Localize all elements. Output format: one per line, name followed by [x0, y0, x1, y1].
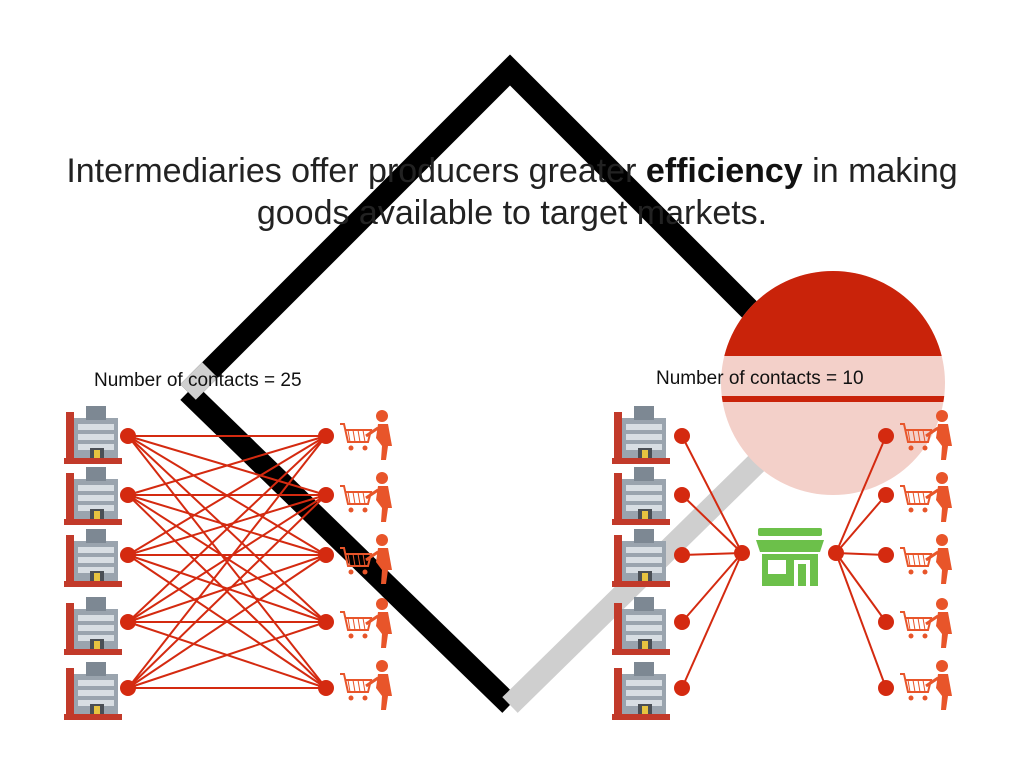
consumer-node — [318, 487, 334, 503]
producer-node — [674, 680, 690, 696]
right-contact-lines — [681, 435, 887, 689]
headline-text-1: Intermediaries offer producers greater — [66, 152, 646, 190]
producer-node — [674, 487, 690, 503]
contact-line — [835, 552, 887, 623]
factory-icon — [612, 406, 670, 464]
shopper-cart-icon — [900, 598, 952, 648]
consumer-node — [878, 428, 894, 444]
contact-nodes — [120, 428, 894, 696]
shopper-cart-icon — [340, 410, 392, 460]
producer-node — [674, 547, 690, 563]
left-contacts-label: Number of contacts = 25 — [94, 370, 302, 391]
contact-line — [127, 435, 327, 623]
producer-node — [120, 487, 136, 503]
factory-icon — [612, 662, 670, 720]
headline-text-2: in making — [802, 152, 958, 190]
producer-node — [120, 547, 136, 563]
contact-line — [127, 435, 327, 496]
right-contacts-label: Number of contacts = 10 — [656, 368, 864, 389]
shopper-cart-icon — [340, 598, 392, 648]
contact-line — [681, 552, 743, 556]
factory-icon — [612, 467, 670, 525]
contact-line — [127, 494, 327, 623]
factory-icon — [64, 406, 122, 464]
intermediary-node — [734, 545, 750, 561]
factory-icon — [612, 529, 670, 587]
producer-node — [120, 680, 136, 696]
contact-line — [127, 435, 327, 689]
consumer-node — [878, 680, 894, 696]
shopper-cart-icon — [900, 534, 952, 584]
shopper-cart-icon — [900, 660, 952, 710]
shopper-cart-icon — [900, 472, 952, 522]
contact-line — [835, 552, 887, 556]
participant-icons — [64, 406, 952, 720]
producer-node — [674, 614, 690, 630]
producer-node — [120, 614, 136, 630]
producer-node — [120, 428, 136, 444]
contact-line — [127, 494, 327, 689]
contact-line — [127, 621, 327, 689]
shopper-cart-icon — [900, 410, 952, 460]
contact-line — [127, 494, 327, 556]
contact-line — [835, 552, 887, 689]
factory-icon — [64, 597, 122, 655]
headline-emphasis: efficiency — [645, 152, 803, 190]
contact-line — [681, 435, 743, 554]
consumer-node — [318, 428, 334, 444]
headline-text-3: goods available to target markets. — [256, 194, 768, 232]
consumer-node — [878, 487, 894, 503]
consumer-node — [318, 680, 334, 696]
contact-line — [835, 435, 887, 554]
consumer-node — [318, 614, 334, 630]
storefront-icon — [756, 528, 824, 586]
contact-line — [127, 435, 327, 556]
factory-icon — [64, 529, 122, 587]
consumer-node — [878, 547, 894, 563]
contact-line — [127, 554, 327, 623]
shopper-cart-icon — [340, 660, 392, 710]
contact-line — [835, 494, 887, 554]
contact-line — [681, 494, 743, 554]
producer-node — [674, 428, 690, 444]
factory-icon — [612, 597, 670, 655]
factory-icon — [64, 662, 122, 720]
contact-line — [681, 552, 743, 623]
consumer-node — [878, 614, 894, 630]
shopper-cart-icon — [340, 534, 392, 584]
contact-line — [681, 552, 743, 689]
circle-stripe — [721, 396, 945, 402]
intermediary-node — [828, 545, 844, 561]
left-contact-lines — [127, 435, 327, 689]
shopper-cart-icon — [340, 472, 392, 522]
headline: Intermediaries offer producers greater e… — [0, 150, 1024, 234]
consumer-node — [318, 547, 334, 563]
factory-icon — [64, 467, 122, 525]
contact-line — [127, 554, 327, 689]
